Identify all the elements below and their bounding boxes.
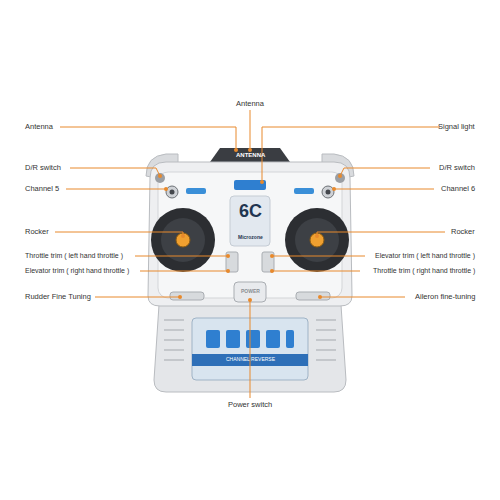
callout-label: D/R switch bbox=[439, 164, 475, 172]
gimbal bbox=[285, 208, 349, 272]
signal-light bbox=[234, 180, 266, 190]
channel-switch bbox=[170, 190, 175, 195]
callout-label: Elevator trim ( right hand throttle ) bbox=[25, 267, 129, 275]
callout-label: Aileron fine-tuning bbox=[415, 293, 475, 301]
trim bbox=[170, 292, 204, 300]
blue-trim-tag bbox=[294, 188, 314, 194]
leader-dots bbox=[158, 148, 342, 302]
callout-label: Antenna bbox=[236, 100, 264, 108]
callout-label: Throttle trim ( right hand throttle ) bbox=[373, 267, 475, 275]
antenna-bar bbox=[210, 148, 290, 162]
blue-trim-tag bbox=[186, 188, 206, 194]
callout-label: Elevator trim ( left hand throttle ) bbox=[375, 252, 475, 260]
callout-label: Rocker bbox=[451, 228, 475, 236]
callout-label: Throttle trim ( left hand throttle ) bbox=[25, 252, 123, 260]
device-marking: ANTENNA bbox=[236, 152, 265, 159]
device-marking: CHANNEL REVERSE bbox=[226, 357, 275, 363]
dr-switch bbox=[155, 173, 165, 183]
callout-label: Rocker bbox=[25, 228, 49, 236]
device-marking: 6C bbox=[239, 202, 262, 222]
device-marking: POWER bbox=[241, 289, 260, 295]
dr-switch bbox=[335, 173, 345, 183]
channel-switch bbox=[326, 190, 331, 195]
trim bbox=[262, 252, 274, 272]
callout-label: Power switch bbox=[228, 401, 272, 409]
channel-switch bbox=[166, 186, 178, 198]
callout-label: Antenna bbox=[25, 123, 53, 131]
trim bbox=[296, 292, 330, 300]
callout-label: Rudder Fine Tuning bbox=[25, 293, 91, 301]
callout-label: Signal light bbox=[438, 123, 475, 131]
channel-switch bbox=[322, 186, 334, 198]
gimbal bbox=[151, 208, 215, 272]
stick bbox=[310, 233, 324, 247]
device-marking: Microzone bbox=[238, 235, 263, 241]
stick bbox=[176, 233, 190, 247]
trim bbox=[226, 252, 238, 272]
faceplate bbox=[158, 172, 342, 298]
model-plate bbox=[230, 196, 270, 246]
power-button bbox=[234, 282, 266, 302]
main-body bbox=[148, 162, 352, 306]
gimbal bbox=[295, 218, 339, 262]
callout-label: D/R switch bbox=[25, 164, 61, 172]
callout-label: Channel 5 bbox=[25, 185, 59, 193]
gimbal bbox=[161, 218, 205, 262]
callout-label: Channel 6 bbox=[441, 185, 475, 193]
